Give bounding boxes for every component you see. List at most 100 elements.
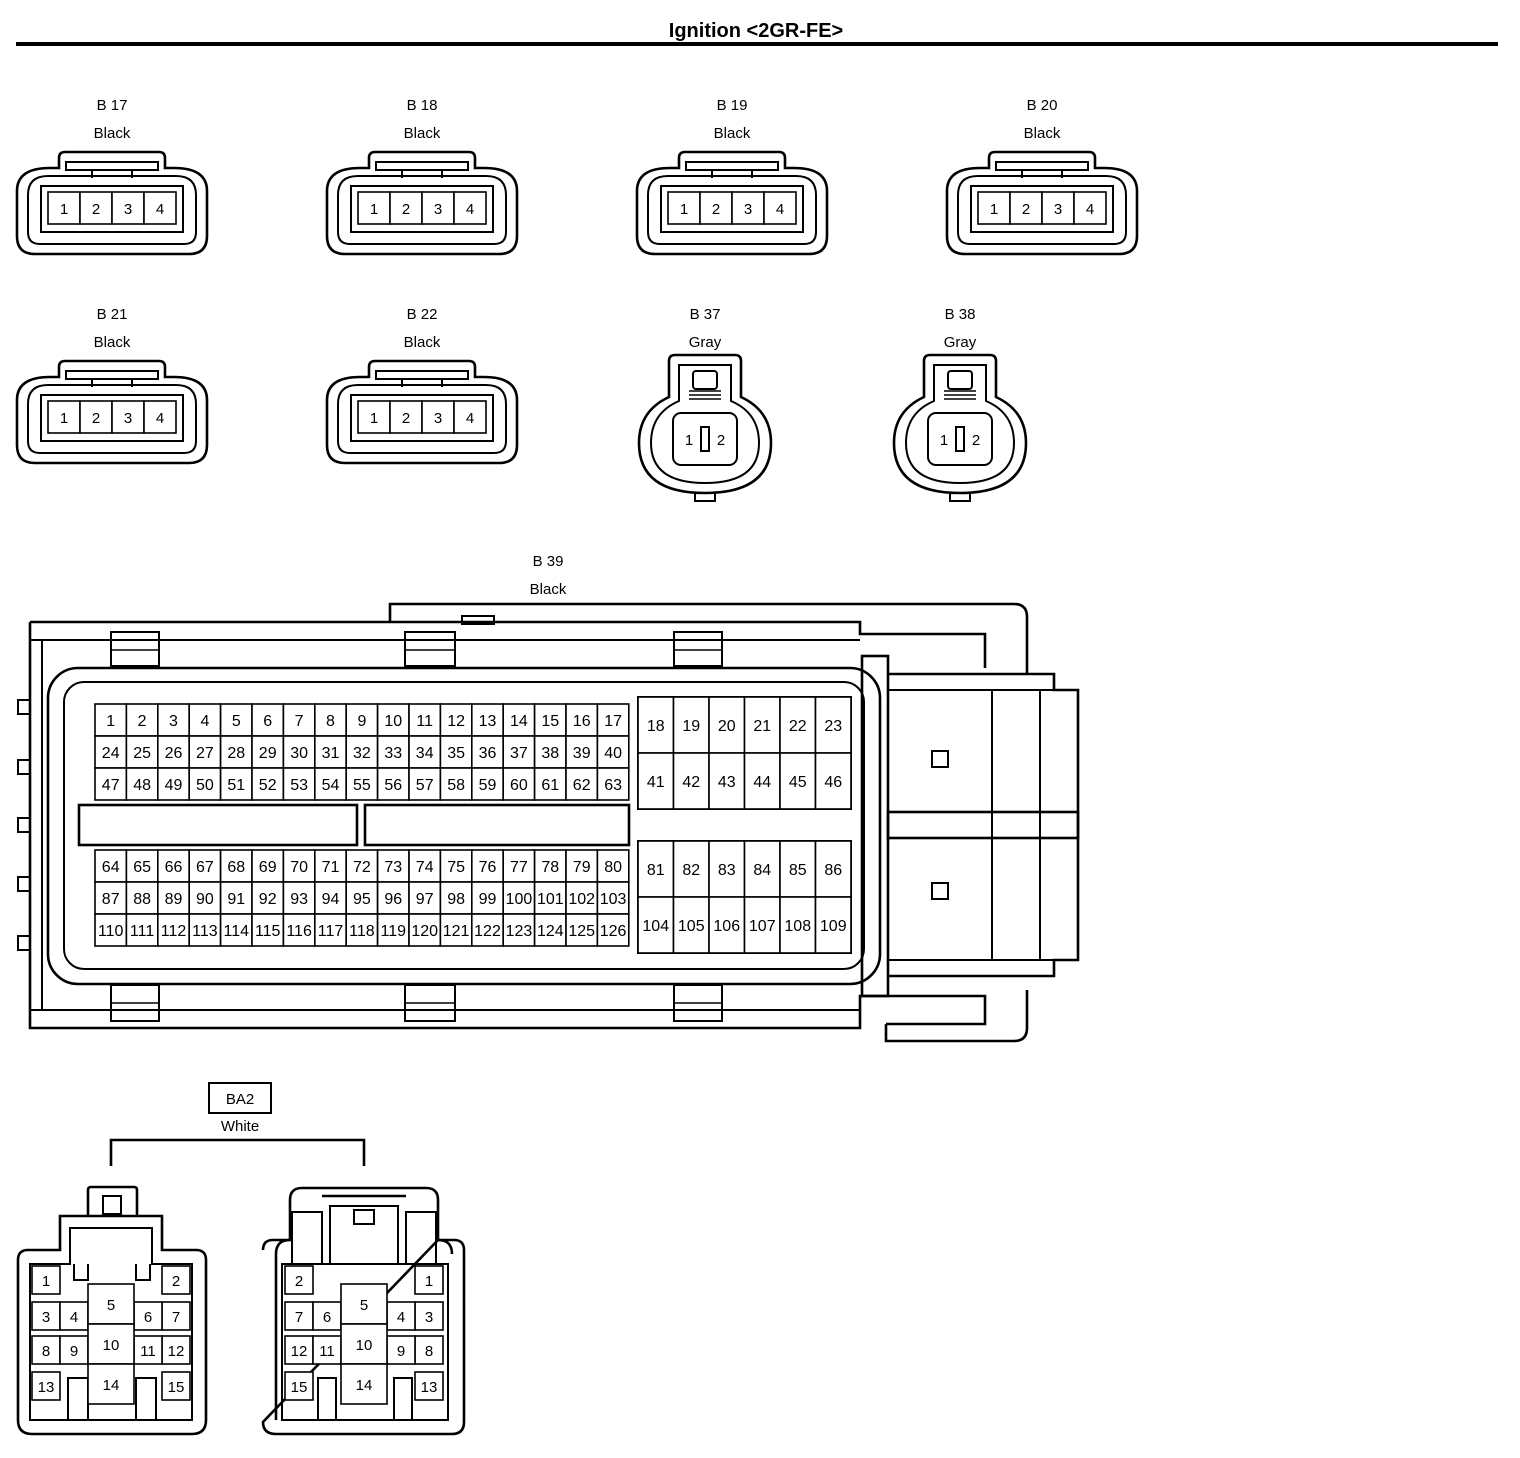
pin-number: 5 <box>232 713 241 730</box>
pin-cell: 118 <box>345 913 379 947</box>
pin-cell: 73 <box>376 849 410 883</box>
pin-cell: 16 <box>565 703 599 737</box>
pin-cell: 3 <box>111 400 145 434</box>
pin-number: 74 <box>416 859 434 876</box>
pin-number: 4 <box>1086 201 1094 218</box>
pin-number: 56 <box>384 777 402 794</box>
pin-number: 14 <box>510 713 528 730</box>
page-title: Ignition <2GR-FE> <box>669 20 843 42</box>
pin-number: 2 <box>712 201 720 218</box>
pin-box <box>779 696 817 754</box>
pin-frame <box>660 185 804 233</box>
connector-inner-wall <box>904 364 1016 485</box>
pin-number: 2 <box>172 1273 180 1290</box>
pin-cell: 76 <box>470 849 504 883</box>
pin-cell: 4 <box>453 400 487 434</box>
pin-cell: 14 <box>502 703 536 737</box>
pin-cell: 124 <box>533 913 567 947</box>
pin-cell: 7 <box>282 703 316 737</box>
pin-cell: 4 <box>386 1301 416 1331</box>
pin-number: 99 <box>479 891 497 908</box>
pin-cell: 2 <box>389 191 423 225</box>
pin-cell: 98 <box>439 881 473 915</box>
connector-latch <box>692 370 718 390</box>
pin-cell-tall: 108 <box>779 896 817 954</box>
pin-number: 14 <box>356 1377 373 1394</box>
connector-inner-wall <box>649 364 761 485</box>
connector-housing <box>635 150 829 256</box>
pin-number: 106 <box>713 918 740 935</box>
pin-number: 50 <box>196 777 214 794</box>
pin-number: 66 <box>165 859 183 876</box>
pin-number: 2 <box>92 410 100 427</box>
pin-cell: 9 <box>345 703 379 737</box>
pin-box <box>533 881 567 915</box>
pin-cell: 1 <box>357 191 391 225</box>
pin-cell: 112 <box>157 913 191 947</box>
pin-number: 32 <box>353 745 371 762</box>
pin-cell: 37 <box>502 735 536 769</box>
pin-number: 2 <box>972 432 980 449</box>
pin-cell: 87 <box>94 881 128 915</box>
pin-box <box>161 1335 191 1365</box>
pin-cell: 38 <box>533 735 567 769</box>
pin-number: 1 <box>60 410 68 427</box>
pin-box <box>161 1371 191 1401</box>
pin-cell: 74 <box>408 849 442 883</box>
pin-cell: 88 <box>125 881 159 915</box>
pin-number: 26 <box>165 745 183 762</box>
pin-box <box>94 703 128 737</box>
pin-number: 2 <box>138 713 147 730</box>
connector-latch <box>685 161 779 171</box>
pin-number: 1 <box>370 201 378 218</box>
pin-box <box>251 767 285 801</box>
pin-number: 46 <box>824 774 842 791</box>
pin-number: 125 <box>568 923 595 940</box>
pin-cell: 15 <box>533 703 567 737</box>
pin-number: 84 <box>753 862 771 879</box>
pin-number: 35 <box>447 745 465 762</box>
pin-number: 115 <box>255 923 281 940</box>
connector-id: B 37 <box>690 306 721 323</box>
pin-cell-center: 10 <box>87 1323 135 1365</box>
pin-number: 25 <box>133 745 151 762</box>
connector-id: B 18 <box>407 97 438 114</box>
pin-cell: 33 <box>376 735 410 769</box>
pin-cell: 28 <box>219 735 253 769</box>
pin-number: 79 <box>573 859 591 876</box>
pin-box <box>312 1335 342 1365</box>
pin-cell: 96 <box>376 881 410 915</box>
pin-cell-tall: 86 <box>814 840 852 898</box>
connector-latch-post <box>91 170 133 178</box>
connector-latch <box>947 370 973 390</box>
pin-number: 88 <box>133 891 151 908</box>
connector-id: B 21 <box>97 306 128 323</box>
pin-box <box>708 696 746 754</box>
pin-cell: 30 <box>282 735 316 769</box>
pin-cell: 122 <box>470 913 504 947</box>
pin-box <box>708 752 746 810</box>
pin-number: 1 <box>685 432 693 449</box>
pin-cell: 115 <box>251 913 285 947</box>
pin-cell: 65 <box>125 849 159 883</box>
pin-cell: 67 <box>188 849 222 883</box>
pin-number: 8 <box>42 1343 50 1360</box>
pin-cell: 4 <box>143 191 177 225</box>
pin-box <box>87 1363 135 1405</box>
pin-box <box>31 1371 61 1401</box>
pin-box <box>743 696 781 754</box>
pin-box <box>453 400 487 434</box>
pin-cell-tall: 19 <box>672 696 710 754</box>
pin-number: 6 <box>144 1309 152 1326</box>
pin-cell: 15 <box>284 1371 314 1401</box>
pin-number: 70 <box>290 859 308 876</box>
pin-cell: 57 <box>408 767 442 801</box>
pin-cell: 113 <box>188 913 222 947</box>
pin-number: 49 <box>165 777 183 794</box>
pin-number: 11 <box>140 1343 156 1360</box>
pin-number: 94 <box>322 891 340 908</box>
pin-box <box>284 1371 314 1401</box>
pin-number: 72 <box>353 859 371 876</box>
pin-cell: 3 <box>731 191 765 225</box>
pin-number: 122 <box>474 923 501 940</box>
